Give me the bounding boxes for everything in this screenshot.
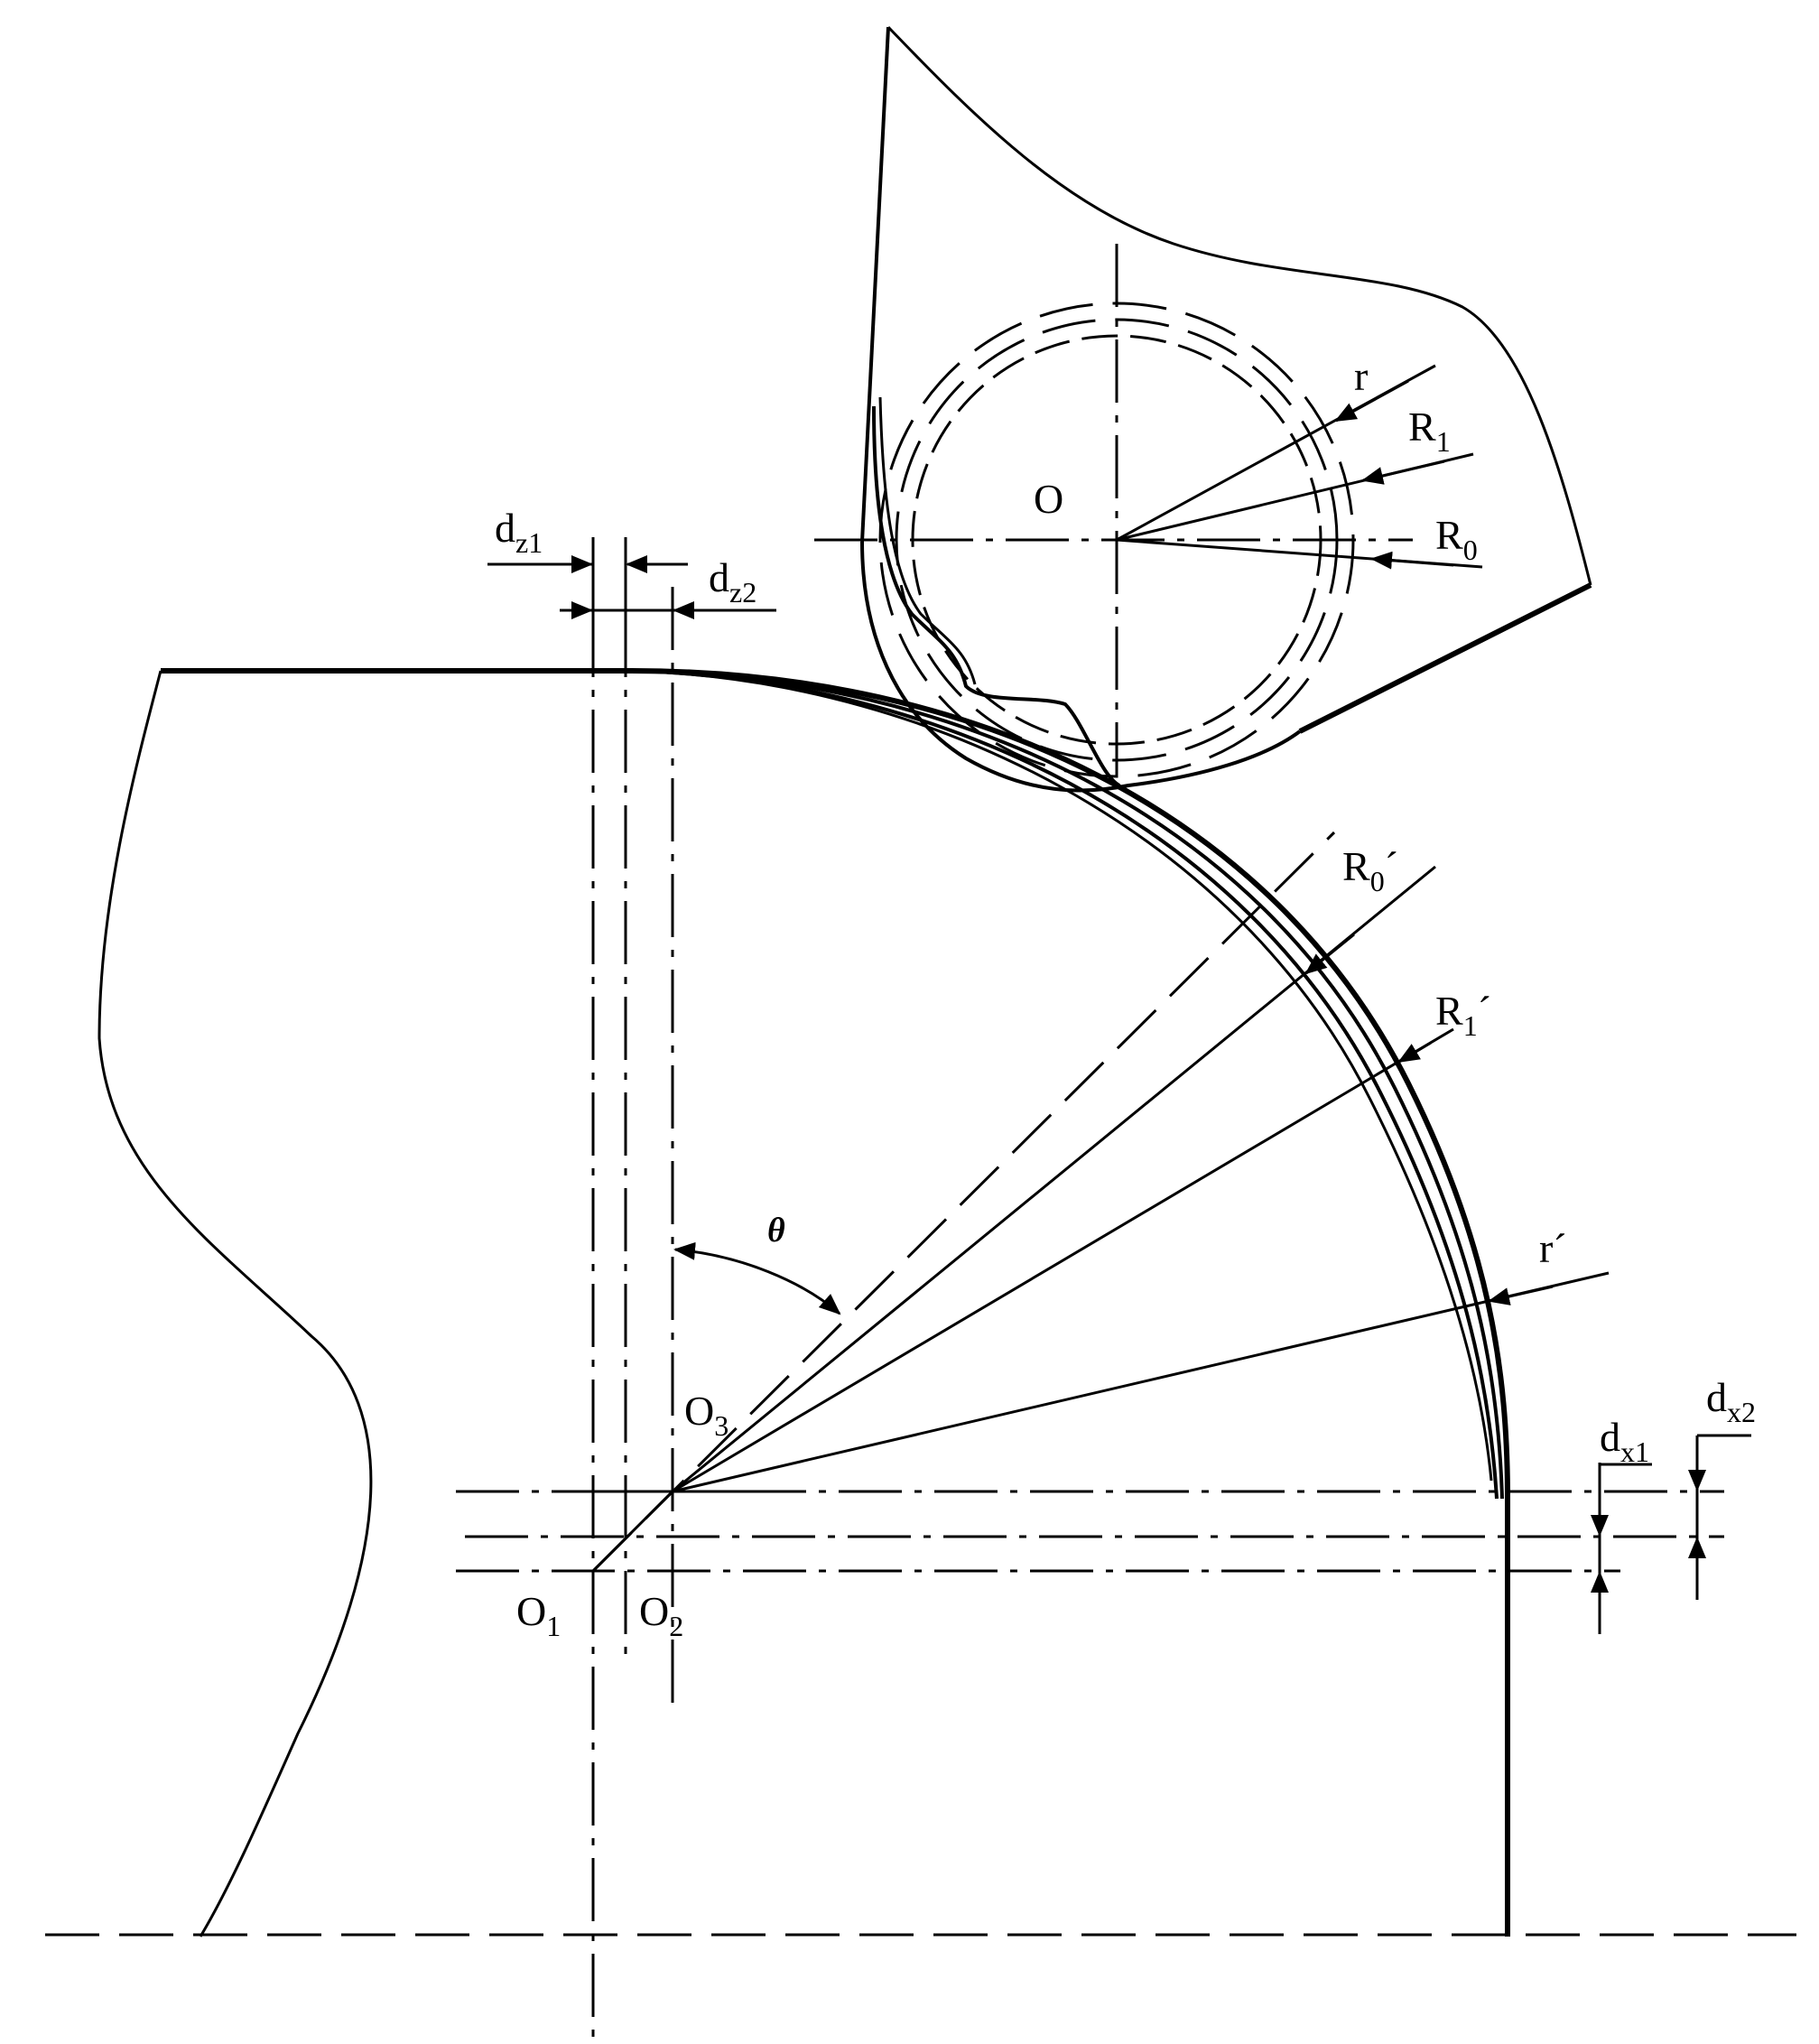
labels: O r R1 R0 dz1 dz2 R0´ R1´ r´ θ O3 O1 O2 — [495, 353, 1756, 1642]
label-R1-prime: R1´ — [1435, 988, 1491, 1042]
leader-R0-prime-dashed — [591, 831, 1336, 1573]
label-dz1: dz1 — [495, 505, 543, 559]
label-dx2: dx2 — [1706, 1374, 1756, 1428]
label-R0-prime: R0´ — [1342, 843, 1398, 897]
tool-radius-leaders — [1116, 364, 1483, 570]
label-r-prime: r´ — [1539, 1225, 1567, 1271]
label-dz2: dz2 — [709, 554, 756, 609]
arrow-r — [1334, 379, 1409, 423]
label-R1: R1 — [1408, 404, 1451, 458]
workpiece-outline — [97, 668, 1510, 1937]
label-O2: O2 — [639, 1588, 683, 1642]
label-theta: θ — [767, 1212, 785, 1250]
label-r: r — [1354, 353, 1368, 399]
label-O1: O1 — [516, 1588, 561, 1642]
fillet-arc-outer — [631, 668, 1510, 1500]
tool-centerlines — [814, 244, 1413, 776]
label-dx1: dx1 — [1600, 1414, 1649, 1468]
tool-left-flank — [860, 26, 890, 543]
horizontal-reference-lines — [456, 1434, 1751, 1634]
tool-inner-profile-2 — [878, 396, 977, 685]
leader-r-prime — [672, 1271, 1610, 1493]
arrow-R1-prime — [1397, 1041, 1432, 1064]
label-R0: R0 — [1435, 512, 1478, 566]
label-O: O — [1034, 476, 1063, 522]
fillet-arc-middle — [631, 669, 1504, 1500]
fillet-arcs — [631, 668, 1510, 1500]
fillet-arc-inner-2 — [649, 670, 1493, 1482]
fillet-radius-leaders — [591, 831, 1610, 1573]
O1-O3-link — [591, 1490, 674, 1573]
label-O3: O3 — [684, 1388, 729, 1442]
fillet-arc-inner — [631, 669, 1499, 1500]
arrow-R0-prime — [1304, 933, 1355, 975]
tool-outline-upper — [886, 25, 1592, 586]
theta-angle — [673, 1241, 841, 1315]
vertical-reference-lines — [487, 537, 776, 2044]
leader-R1-prime — [672, 1027, 1454, 1493]
workpiece-left-profile — [97, 670, 373, 1937]
cutting-tool — [860, 25, 1592, 793]
arrow-R0 — [1370, 551, 1454, 570]
arrow-R1 — [1361, 460, 1445, 485]
theta-arc — [673, 1241, 841, 1315]
tool-rake-face — [1298, 582, 1592, 734]
arrow-r-prime — [1488, 1285, 1554, 1305]
tool-tip-profile — [860, 541, 1302, 793]
